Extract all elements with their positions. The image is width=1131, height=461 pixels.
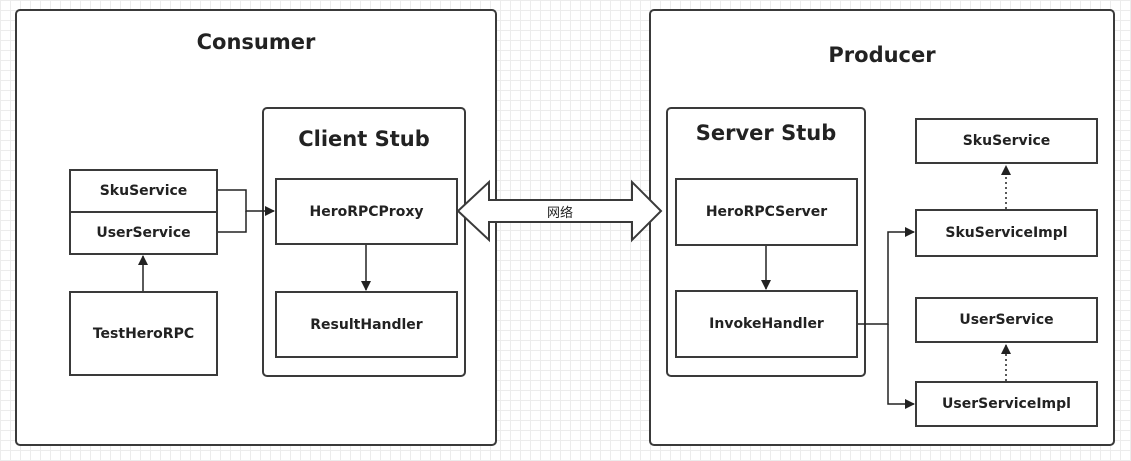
producer-user-service-label: UserService: [959, 312, 1054, 328]
producer-title: Producer: [828, 43, 936, 67]
test-hero-rpc-label: TestHeroRPC: [92, 325, 195, 342]
network-label: 网络: [546, 206, 573, 221]
result-handler-label: ResultHandler: [310, 316, 423, 333]
consumer-title: Consumer: [196, 30, 316, 54]
network-double-arrow: [456, 179, 663, 243]
sku-service-box: SkuService: [915, 118, 1098, 164]
producer-sku-service-label: SkuService: [962, 133, 1051, 149]
user-service-impl-box: UserServiceImpl: [915, 381, 1098, 427]
user-service-label: UserService: [96, 225, 191, 241]
invoke-branch-line: [858, 227, 915, 325]
invoke-handler-box: InvokeHandler: [675, 290, 858, 358]
user-to-proxy-connector: [218, 211, 247, 233]
invoke-to-user-impl-connector: [887, 324, 915, 409]
client-stub-title: Client Stub: [298, 127, 430, 151]
hero-rpc-server-label: HeroRPCServer: [705, 204, 828, 220]
sku-to-proxy-connector: [218, 189, 275, 216]
invoke-handler-label: InvokeHandler: [709, 316, 824, 332]
result-handler-box: ResultHandler: [275, 291, 458, 358]
hero-rpc-proxy-box: HeroRPCProxy: [275, 178, 458, 245]
hero-rpc-proxy-label: HeroRPCProxy: [309, 203, 424, 220]
user-service-impl-label: UserServiceImpl: [942, 396, 1071, 412]
user-service-box: UserService: [915, 297, 1098, 343]
hero-rpc-server-box: HeroRPCServer: [675, 178, 858, 246]
sku-service-interface: SkuService: [69, 169, 218, 213]
sku-service-impl-label: SkuServiceImpl: [945, 225, 1068, 241]
sku-service-impl-box: SkuServiceImpl: [915, 209, 1098, 257]
sku-service-label: SkuService: [99, 183, 188, 199]
user-service-interface: UserService: [69, 211, 218, 255]
server-stub-title: Server Stub: [695, 121, 837, 145]
test-hero-rpc-box: TestHeroRPC: [69, 291, 218, 376]
